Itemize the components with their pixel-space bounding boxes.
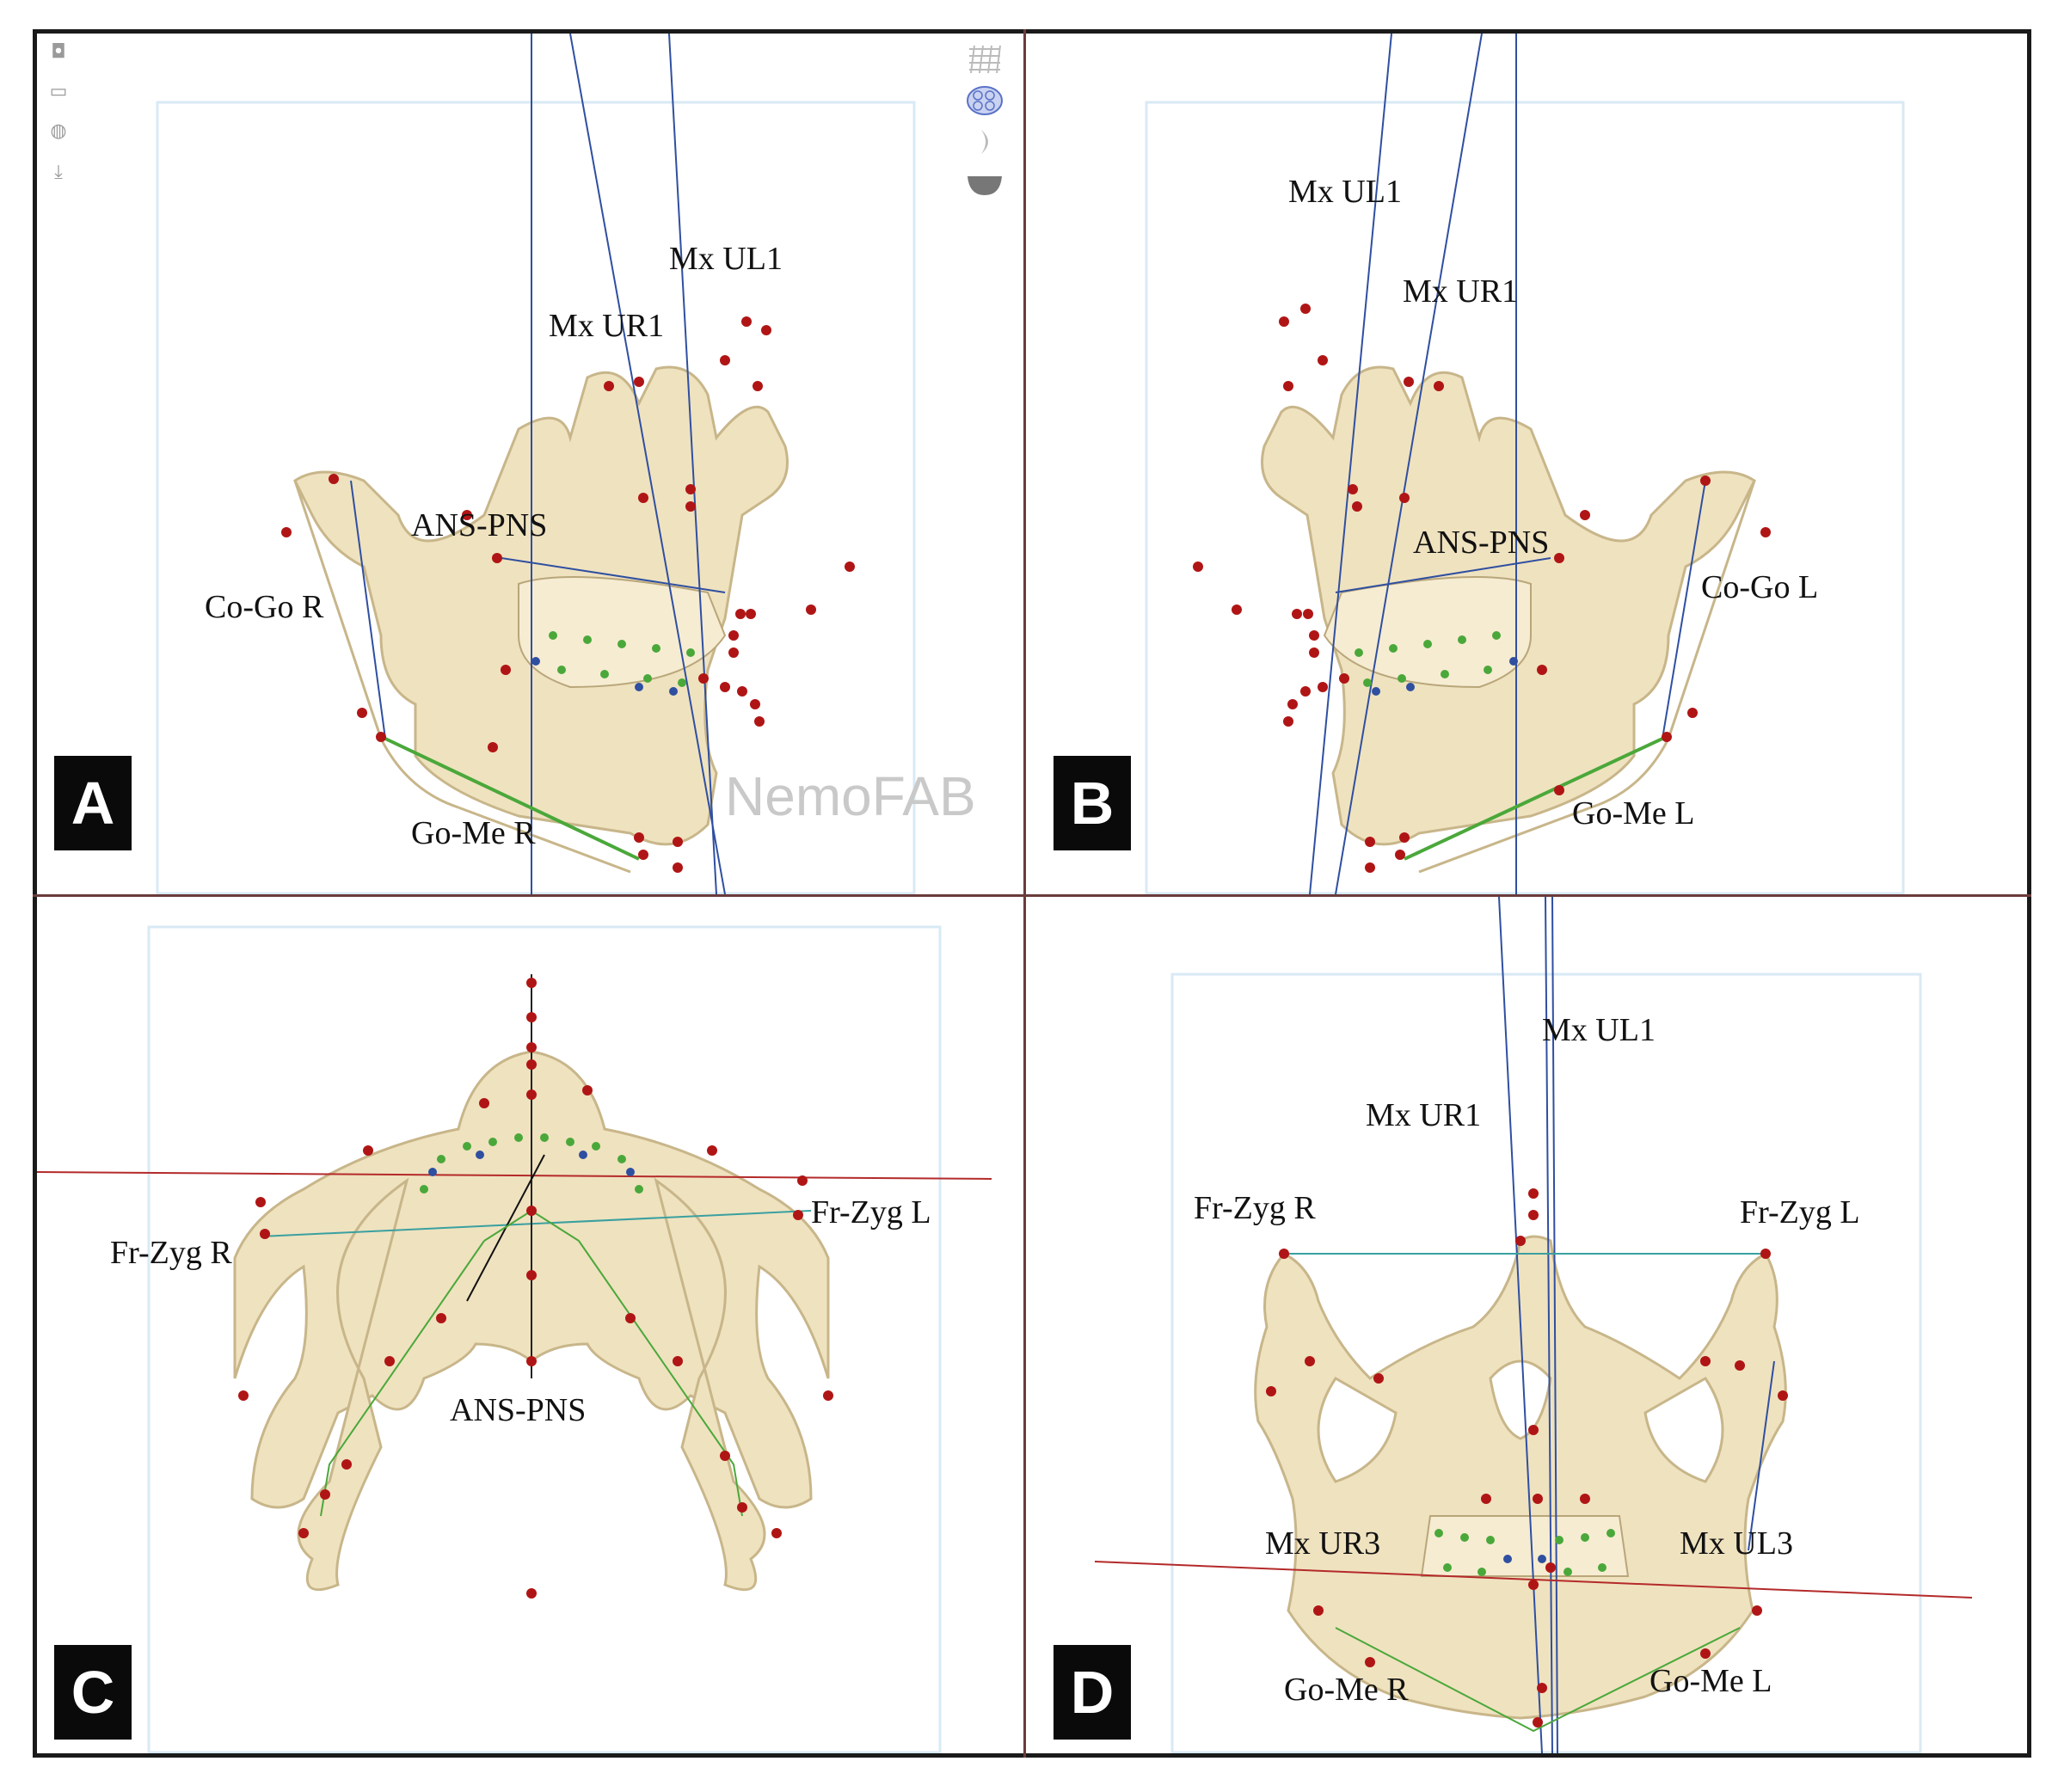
panel-a[interactable]: ◘ ▭ ◍ ⤓ NemoFAB Mx UL1 Mx UR1 ANS-PNS Co… — [37, 34, 1023, 894]
bowl-icon[interactable] — [966, 168, 1004, 199]
panel-letter-c: C — [54, 1645, 132, 1740]
panel-c-canvas — [37, 925, 992, 1753]
panel-a-canvas — [156, 34, 916, 894]
vertical-divider — [1023, 29, 1026, 1758]
skull-frontal — [1254, 1235, 1787, 1720]
label-co-go-r: Co-Go R — [205, 589, 324, 625]
camera-icon[interactable]: ◘ — [51, 41, 66, 63]
label-mx-ul1: Mx UL1 — [1542, 1012, 1656, 1048]
label-mx-ur1: Mx UR1 — [1366, 1097, 1482, 1133]
label-go-me-r: Go-Me R — [411, 815, 536, 851]
label-fr-zyg-l: Fr-Zyg L — [811, 1194, 931, 1230]
label-go-me-l: Go-Me L — [1649, 1663, 1772, 1699]
label-mx-ur1: Mx UR1 — [549, 308, 665, 344]
image-icon[interactable]: ▭ — [49, 81, 68, 102]
grid-icon[interactable] — [966, 44, 1004, 75]
globe-icon[interactable]: ◍ — [50, 120, 67, 142]
panel-c[interactable]: Fr-Zyg L Fr-Zyg R ANS-PNS C — [37, 897, 1023, 1753]
label-fr-zyg-r: Fr-Zyg R — [1194, 1190, 1316, 1226]
label-fr-zyg-r: Fr-Zyg R — [110, 1235, 232, 1271]
panel-b[interactable]: Mx UL1 Mx UR1 ANS-PNS Co-Go L Go-Me L B — [1026, 34, 2027, 894]
horizontal-divider — [33, 894, 2031, 897]
label-mx-ul1: Mx UL1 — [669, 241, 783, 277]
label-co-go-l: Co-Go L — [1701, 569, 1819, 605]
panel-d-canvas — [1094, 897, 1973, 1753]
label-ans-pns: ANS-PNS — [450, 1392, 587, 1428]
label-fr-zyg-l: Fr-Zyg L — [1740, 1194, 1860, 1230]
panel-d[interactable]: Mx UL1 Mx UR1 Fr-Zyg R Fr-Zyg L Mx UR3 M… — [1026, 897, 2027, 1753]
label-mx-ur3: Mx UR3 — [1265, 1525, 1381, 1562]
label-mx-ul1: Mx UL1 — [1288, 174, 1402, 210]
label-ans-pns: ANS-PNS — [411, 507, 548, 543]
panel-letter-b: B — [1054, 756, 1131, 850]
panel-b-canvas — [1145, 34, 1905, 894]
label-mx-ul3: Mx UL3 — [1680, 1525, 1793, 1562]
label-mx-ur1: Mx UR1 — [1403, 273, 1519, 310]
mesh-icon[interactable] — [966, 85, 1004, 116]
nemofab-watermark: NemoFAB — [725, 765, 976, 827]
label-go-me-r: Go-Me R — [1284, 1672, 1409, 1708]
moon-icon[interactable] — [966, 126, 1004, 157]
label-go-me-l: Go-Me L — [1572, 795, 1695, 832]
label-ans-pns: ANS-PNS — [1413, 525, 1550, 561]
panel-letter-d: D — [1054, 1645, 1131, 1740]
download-icon[interactable]: ⤓ — [54, 162, 63, 183]
panel-letter-a: A — [54, 756, 132, 850]
